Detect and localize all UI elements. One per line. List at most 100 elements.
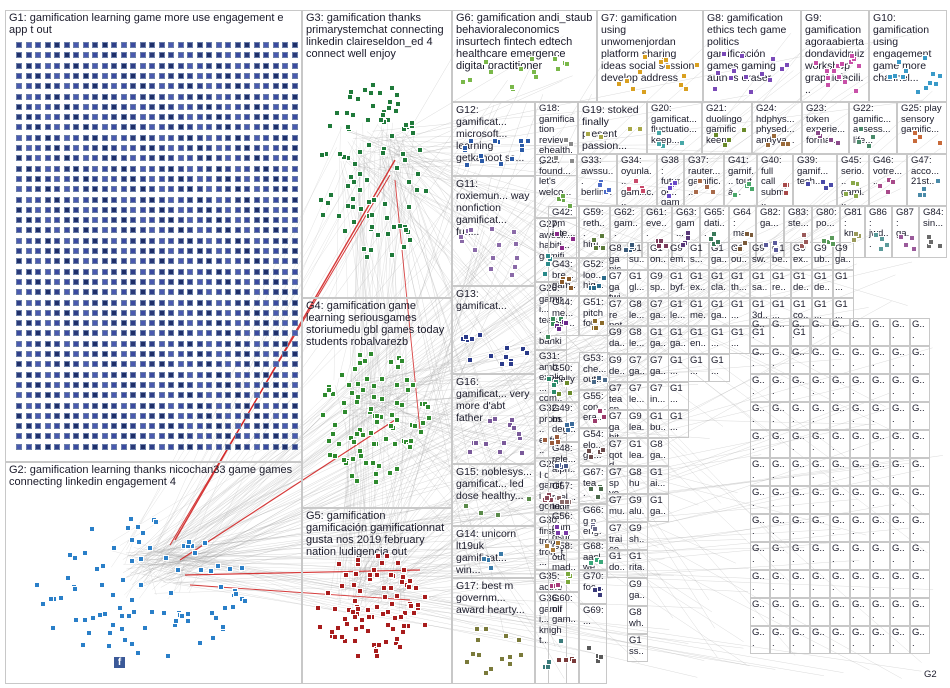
graph-node — [82, 330, 89, 337]
graph-node — [158, 371, 165, 378]
group-box-g65: G65: dati... — [700, 206, 729, 258]
graph-node — [908, 234, 915, 241]
graph-node — [206, 52, 212, 59]
small-group-box: G... — [890, 486, 910, 514]
graph-node — [111, 165, 117, 172]
graph-node — [282, 196, 288, 203]
graph-node — [92, 237, 98, 244]
small-group-label: G... — [792, 459, 805, 481]
graph-node — [92, 320, 98, 327]
graph-node — [916, 192, 923, 199]
graph-edge — [345, 158, 472, 226]
graph-node — [263, 217, 269, 224]
small-group-box: G... — [770, 318, 790, 346]
graph-node — [101, 175, 108, 182]
graph-node — [209, 635, 216, 642]
graph-node — [927, 80, 934, 87]
graph-edge — [394, 135, 518, 492]
graph-node — [25, 72, 32, 79]
graph-node — [187, 206, 193, 213]
graph-node — [44, 443, 51, 450]
graph-node — [54, 206, 60, 213]
graph-node — [168, 248, 174, 254]
graph-node — [149, 248, 155, 254]
graph-node — [35, 278, 41, 285]
graph-node — [383, 638, 390, 645]
graph-node — [149, 217, 155, 224]
small-group-label: G7 mu... — [609, 495, 625, 522]
graph-node — [25, 371, 32, 378]
graph-node — [25, 361, 32, 368]
graph-node — [130, 351, 136, 357]
graph-node — [73, 83, 79, 90]
small-group-label: G... — [752, 627, 765, 649]
graph-node — [367, 572, 374, 579]
group-label-g14: G14: unicorn lt19uk gamificat... win... — [456, 528, 517, 576]
graph-node — [130, 412, 136, 419]
graph-node — [507, 361, 514, 368]
graph-node — [263, 402, 269, 409]
graph-node — [158, 278, 165, 285]
graph-edge — [160, 214, 849, 588]
graph-node — [282, 299, 288, 306]
graph-node — [225, 114, 231, 121]
graph-node — [639, 188, 646, 195]
small-group-label: G7 ga... — [650, 299, 666, 326]
graph-node — [187, 227, 193, 234]
graph-node — [106, 629, 113, 636]
graph-node — [272, 217, 279, 224]
graph-node — [375, 642, 382, 649]
small-group-box: G... — [830, 346, 850, 374]
graph-node — [843, 191, 850, 198]
graph-node — [820, 237, 827, 244]
graph-node — [466, 357, 473, 364]
graph-node — [130, 155, 136, 162]
graph-node — [253, 289, 260, 296]
graph-node — [63, 186, 70, 193]
graph-node — [139, 530, 146, 537]
graph-edge — [144, 439, 762, 565]
graph-node — [282, 186, 288, 193]
graph-edge — [375, 144, 682, 148]
small-group-box: G9 lea... — [627, 410, 648, 438]
small-group-box: G... — [790, 346, 810, 374]
graph-node — [101, 320, 108, 327]
graph-edge — [352, 94, 544, 603]
group-box-g24: G24: hdphys... physed... andyva... — [752, 102, 802, 154]
graph-node — [598, 486, 605, 493]
graph-node — [44, 320, 51, 327]
graph-edge — [129, 383, 861, 560]
graph-edge — [388, 148, 556, 648]
graph-edge — [377, 153, 524, 215]
graph-node — [291, 330, 298, 337]
graph-node — [325, 590, 332, 597]
small-group-box: G1 ... — [833, 270, 854, 298]
graph-node — [291, 289, 298, 296]
graph-node — [419, 419, 426, 426]
small-group-box: G... — [910, 514, 930, 542]
graph-node — [120, 361, 127, 368]
graph-node — [512, 263, 519, 270]
graph-node — [320, 212, 327, 219]
graph-node — [16, 196, 22, 203]
graph-node — [335, 560, 342, 567]
graph-node — [225, 103, 231, 110]
graph-node — [168, 165, 174, 172]
group-box-g20: G20: gamificat... fluctuatio... keep... — [647, 102, 702, 154]
graph-node — [158, 248, 165, 254]
small-group-label: G... — [752, 347, 765, 369]
graph-node — [158, 299, 165, 306]
graph-edge — [133, 547, 406, 593]
graph-node — [234, 423, 241, 430]
graph-node — [225, 268, 231, 275]
small-group-label: G... — [772, 319, 785, 341]
graph-edge — [387, 378, 783, 600]
graph-node — [49, 625, 56, 632]
graph-node — [394, 592, 401, 599]
graph-node — [206, 371, 212, 378]
graph-node — [410, 610, 417, 617]
small-group-box: G... — [750, 374, 770, 402]
graph-node — [35, 186, 41, 193]
graph-node — [282, 340, 288, 347]
graph-node — [552, 55, 559, 62]
